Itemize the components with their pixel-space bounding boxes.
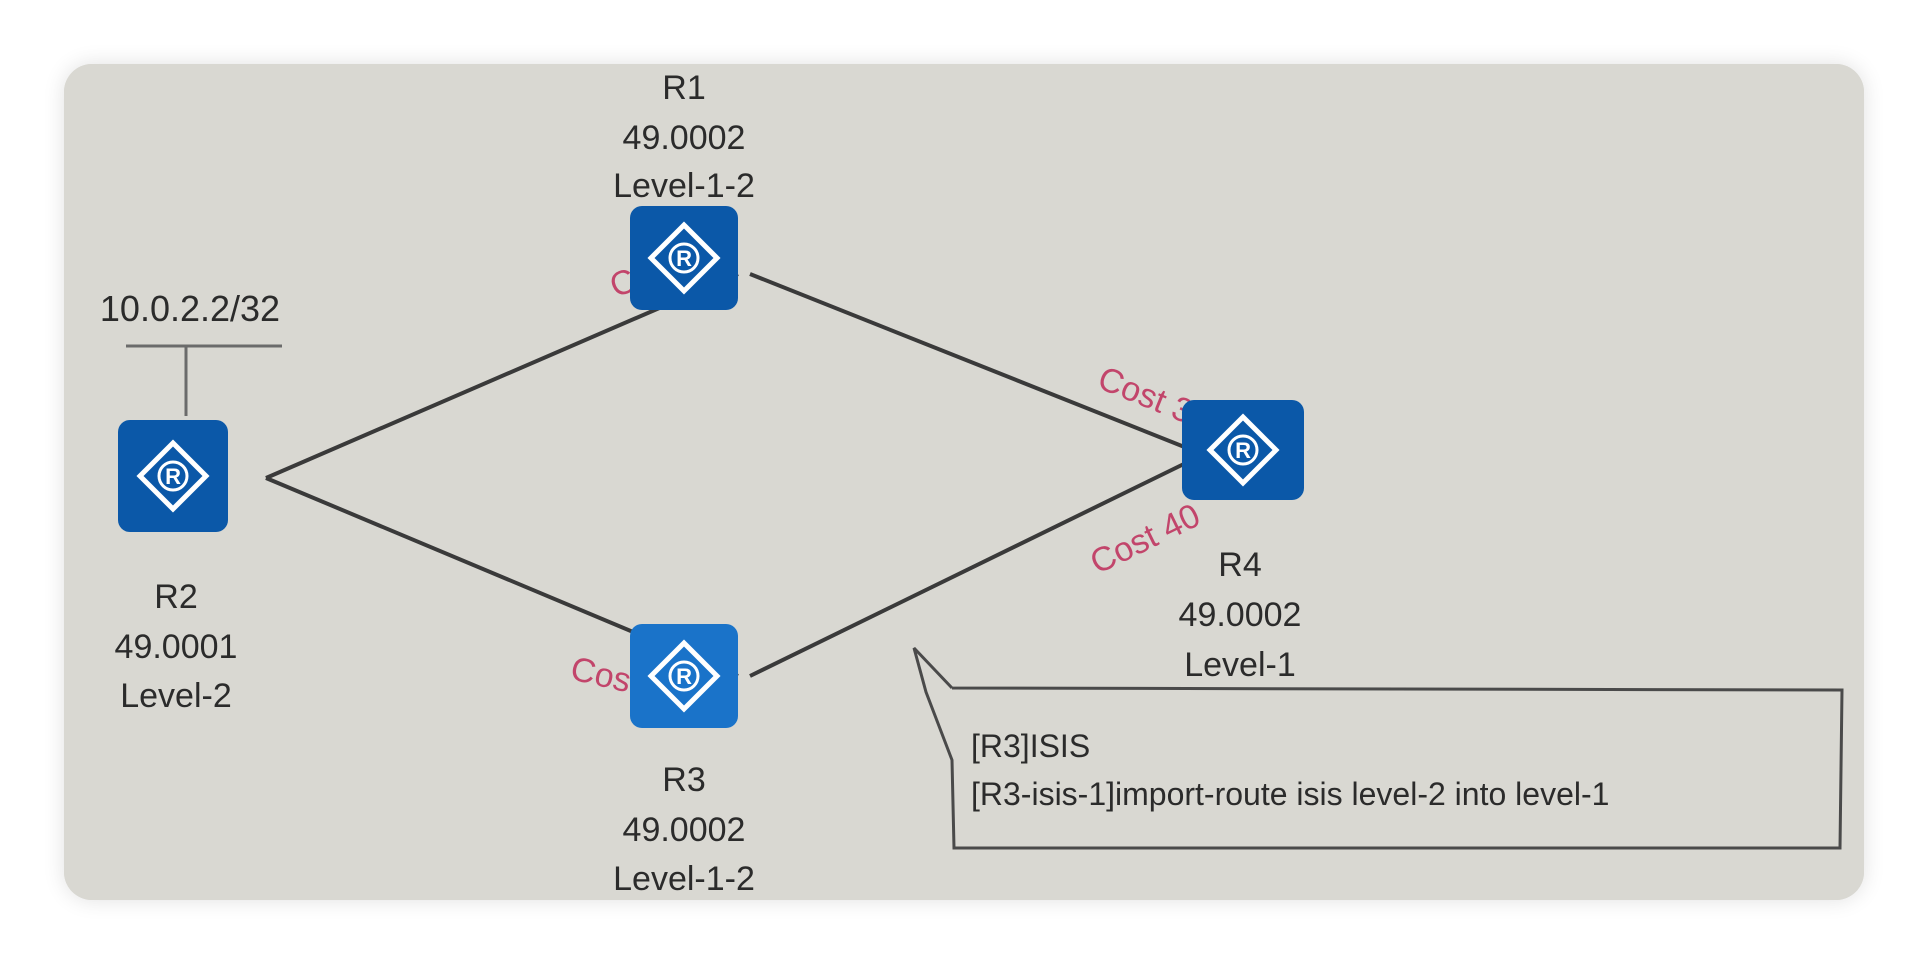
router-r1-area: 49.0002 <box>623 119 746 157</box>
router-r4-level: Level-1 <box>1184 646 1296 684</box>
router-r3-area: 49.0002 <box>623 811 746 849</box>
router-r3-name: R3 <box>662 761 705 799</box>
router-r2: R2 49.0001 Level-2 <box>115 420 238 715</box>
callout-line-2: [R3-isis-1]import-route isis level-2 int… <box>971 776 1609 812</box>
config-callout: [R3]ISIS [R3-isis-1]import-route isis le… <box>912 646 1844 850</box>
router-r4: R4 49.0002 Level-1 <box>1179 400 1304 684</box>
router-r2-name: R2 <box>154 578 197 616</box>
router-r1: R1 49.0002 Level-1-2 <box>613 69 755 310</box>
callout-fill <box>914 648 1839 776</box>
router-r1-name: R1 <box>662 69 705 107</box>
network-topology-diagram: R 10.0.2.2/32 Cost 50 Cost 30 Cost 10 Co… <box>64 64 1864 900</box>
router-r3-level: Level-1-2 <box>613 860 755 898</box>
router-r3: R3 49.0002 Level-1-2 <box>613 624 755 898</box>
prefix-label: 10.0.2.2/32 <box>100 288 280 329</box>
router-r4-name: R4 <box>1218 546 1261 584</box>
router-r2-area: 49.0001 <box>115 628 238 666</box>
callout-border <box>912 646 1844 850</box>
router-r2-level: Level-2 <box>120 677 232 715</box>
diagram-card: R 10.0.2.2/32 Cost 50 Cost 30 Cost 10 Co… <box>64 64 1864 900</box>
callout-line-1: [R3]ISIS <box>971 728 1090 764</box>
link-r3-r4 <box>749 458 1193 678</box>
link-r1-r4 <box>749 272 1193 452</box>
router-r1-level: Level-1-2 <box>613 167 755 205</box>
router-r4-area: 49.0002 <box>1179 596 1302 634</box>
